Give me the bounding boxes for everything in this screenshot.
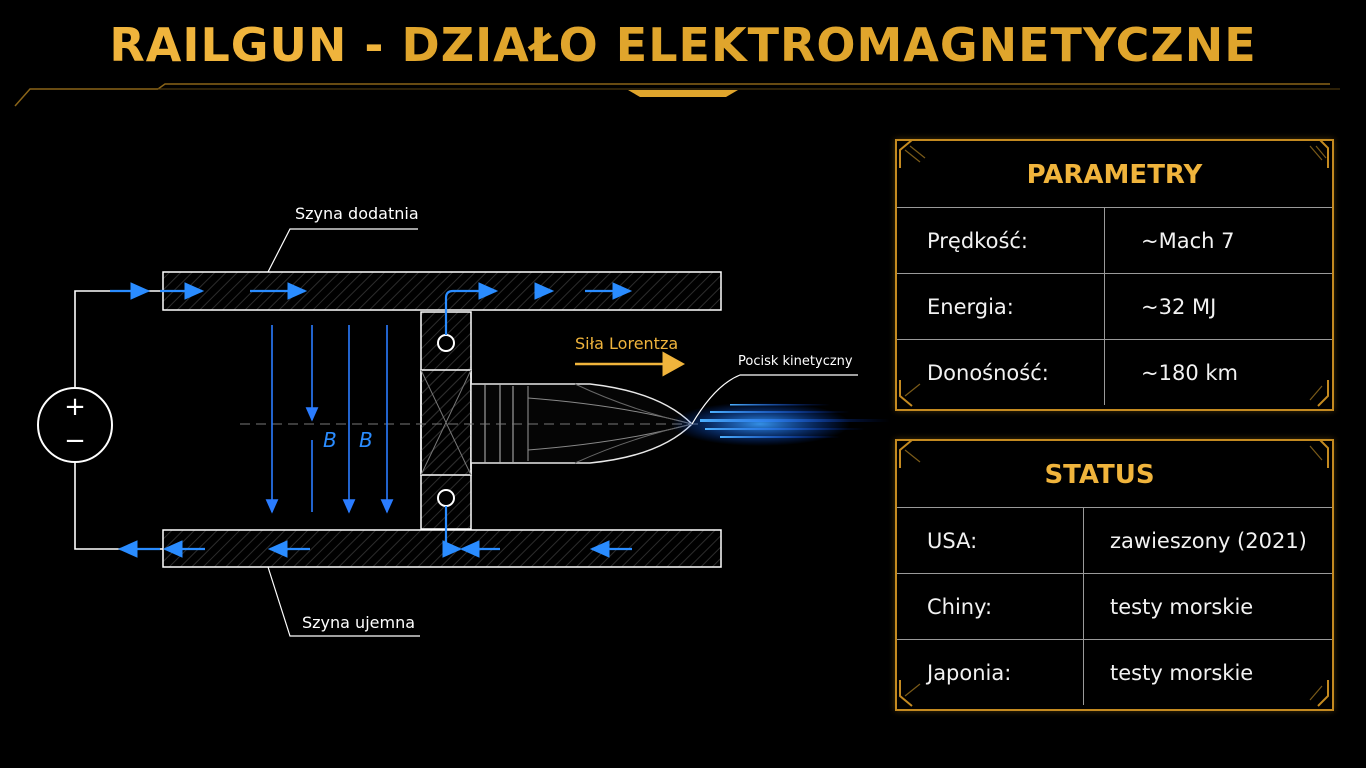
param-value: ~Mach 7 [1141,229,1235,253]
param-label: Donośność: [897,340,1105,405]
status-value: testy morskie [1110,595,1254,619]
status-label: Japonia: [897,640,1084,705]
table-row: Chiny: testy morskie [897,574,1332,640]
status-label: USA: [897,508,1084,573]
current-top [110,282,633,335]
plus-sign: + [64,392,86,422]
rail-positive-label: Szyna dodatnia [295,204,419,223]
projectile-label: Pocisk kinetyczny [738,354,853,369]
status-panel: STATUS USA: zawieszony (2021) Chiny: tes… [895,439,1334,711]
table-row: Prędkość: ~Mach 7 [897,208,1332,274]
param-label: Prędkość: [897,208,1105,273]
table-row: Donośność: ~180 km [897,340,1332,405]
rail-negative-label: Szyna ujemna [302,613,416,632]
param-value: ~180 km [1141,361,1238,385]
current-bottom [117,506,632,558]
title-part-railgun: RAILGUN - [109,18,402,72]
status-label: Chiny: [897,574,1084,639]
title-part-dzialo: DZIAŁO ELEKTROMAGNETYCZNE [401,18,1257,72]
field-label-b-1: B [323,428,337,452]
status-title: STATUS [897,441,1332,508]
param-label: Energia: [897,274,1105,339]
table-row: Japonia: testy morskie [897,640,1332,705]
page-title: RAILGUN - DZIAŁO ELEKTROMAGNETYCZNE [0,18,1366,72]
lorentz-force-label: Siła Lorentza [575,334,679,353]
parametry-title: PARAMETRY [897,141,1332,208]
table-row: Energia: ~32 MJ [897,274,1332,340]
magnetic-field [265,325,394,514]
header-decoration [14,83,1340,107]
status-value: testy morskie [1110,661,1254,685]
field-label-b-2: B [359,428,373,452]
leader-lines [267,228,858,637]
param-value: ~32 MJ [1141,295,1217,319]
status-value: zawieszony (2021) [1110,529,1307,553]
projectile-trail [670,402,890,446]
table-row: USA: zawieszony (2021) [897,508,1332,574]
parametry-panel: PARAMETRY Prędkość: ~Mach 7 Energia: ~32… [895,139,1334,411]
minus-sign: − [64,426,86,456]
power-source: + − [37,387,113,463]
